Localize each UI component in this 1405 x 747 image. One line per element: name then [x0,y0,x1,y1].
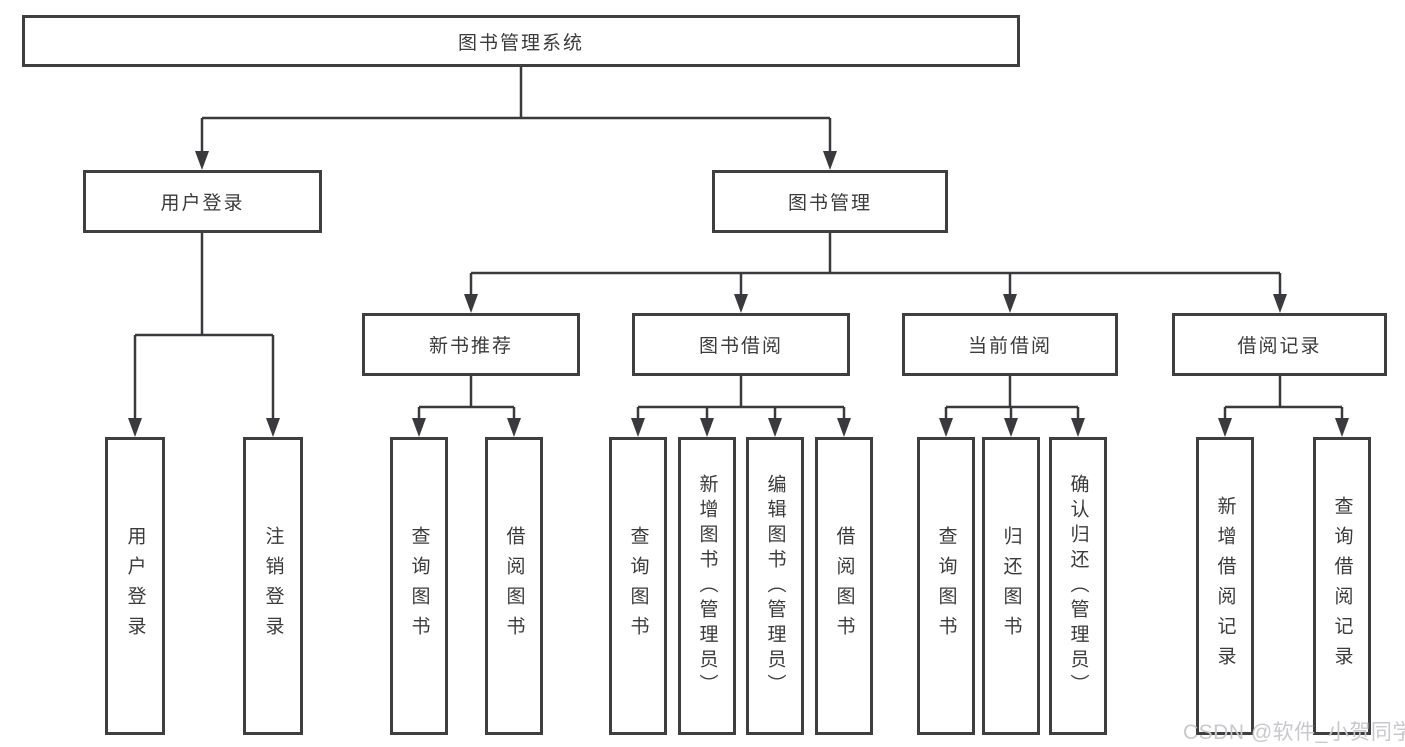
node-new-book-recommend: 新书推荐 [362,313,580,376]
leaf-current-confirm-return-admin-label: 确认归还（管理员） [1067,473,1089,699]
node-user-login-label: 用户登录 [160,193,245,214]
node-book-borrowing-label: 图书借阅 [698,336,783,357]
leaf-borrowing-query-books: 查询图书 [609,437,667,735]
leaf-logout-label: 注销登录 [262,526,284,646]
leaf-newbook-query-books: 查询图书 [390,437,448,735]
connector-segments [133,67,1344,420]
leaf-current-return-books: 归还图书 [982,437,1040,735]
leaf-records-add-record-label: 新增借阅记录 [1214,496,1236,676]
node-root: 图书管理系统 [22,15,1020,67]
node-user-login: 用户登录 [83,170,322,233]
leaf-records-query-record: 查询借阅记录 [1313,437,1371,735]
leaf-current-return-books-label: 归还图书 [1000,526,1022,646]
leaf-borrowing-borrow-books-label: 借阅图书 [833,526,855,646]
leaf-borrowing-borrow-books: 借阅图书 [815,437,873,735]
leaf-current-confirm-return-admin: 确认归还（管理员） [1049,437,1107,735]
leaf-borrowing-edit-books-admin-label: 编辑图书（管理员） [764,473,786,699]
node-root-label: 图书管理系统 [457,32,584,54]
leaf-logout: 注销登录 [243,437,303,735]
leaf-newbook-query-books-label: 查询图书 [408,526,430,646]
node-borrowing-records-label: 借阅记录 [1237,336,1322,357]
leaf-newbook-borrow-books: 借阅图书 [485,437,543,735]
leaf-borrowing-add-books-admin: 新增图书（管理员） [678,437,736,735]
node-book-management-label: 图书管理 [787,193,872,214]
leaf-current-query-books-label: 查询图书 [935,526,957,646]
leaf-borrowing-edit-books-admin: 编辑图书（管理员） [746,437,804,735]
node-current-borrowing: 当前借阅 [902,313,1118,376]
leaf-user-login-label: 用户登录 [124,526,146,646]
node-new-book-recommend-label: 新书推荐 [428,336,513,357]
node-current-borrowing-label: 当前借阅 [967,336,1052,357]
node-borrowing-records: 借阅记录 [1172,313,1387,376]
leaf-borrowing-query-books-label: 查询图书 [627,526,649,646]
leaf-borrowing-add-books-admin-label: 新增图书（管理员） [696,473,718,699]
node-book-borrowing: 图书借阅 [632,313,850,376]
arrowheads [128,151,1349,437]
leaf-current-query-books: 查询图书 [917,437,975,735]
node-book-management: 图书管理 [712,170,948,233]
watermark: CSDN @软件_小贺同学 [1183,721,1405,744]
leaf-records-query-record-label: 查询借阅记录 [1331,496,1353,676]
leaf-newbook-borrow-books-label: 借阅图书 [503,526,525,646]
leaf-user-login: 用户登录 [105,437,165,735]
leaf-records-add-record: 新增借阅记录 [1196,437,1254,735]
